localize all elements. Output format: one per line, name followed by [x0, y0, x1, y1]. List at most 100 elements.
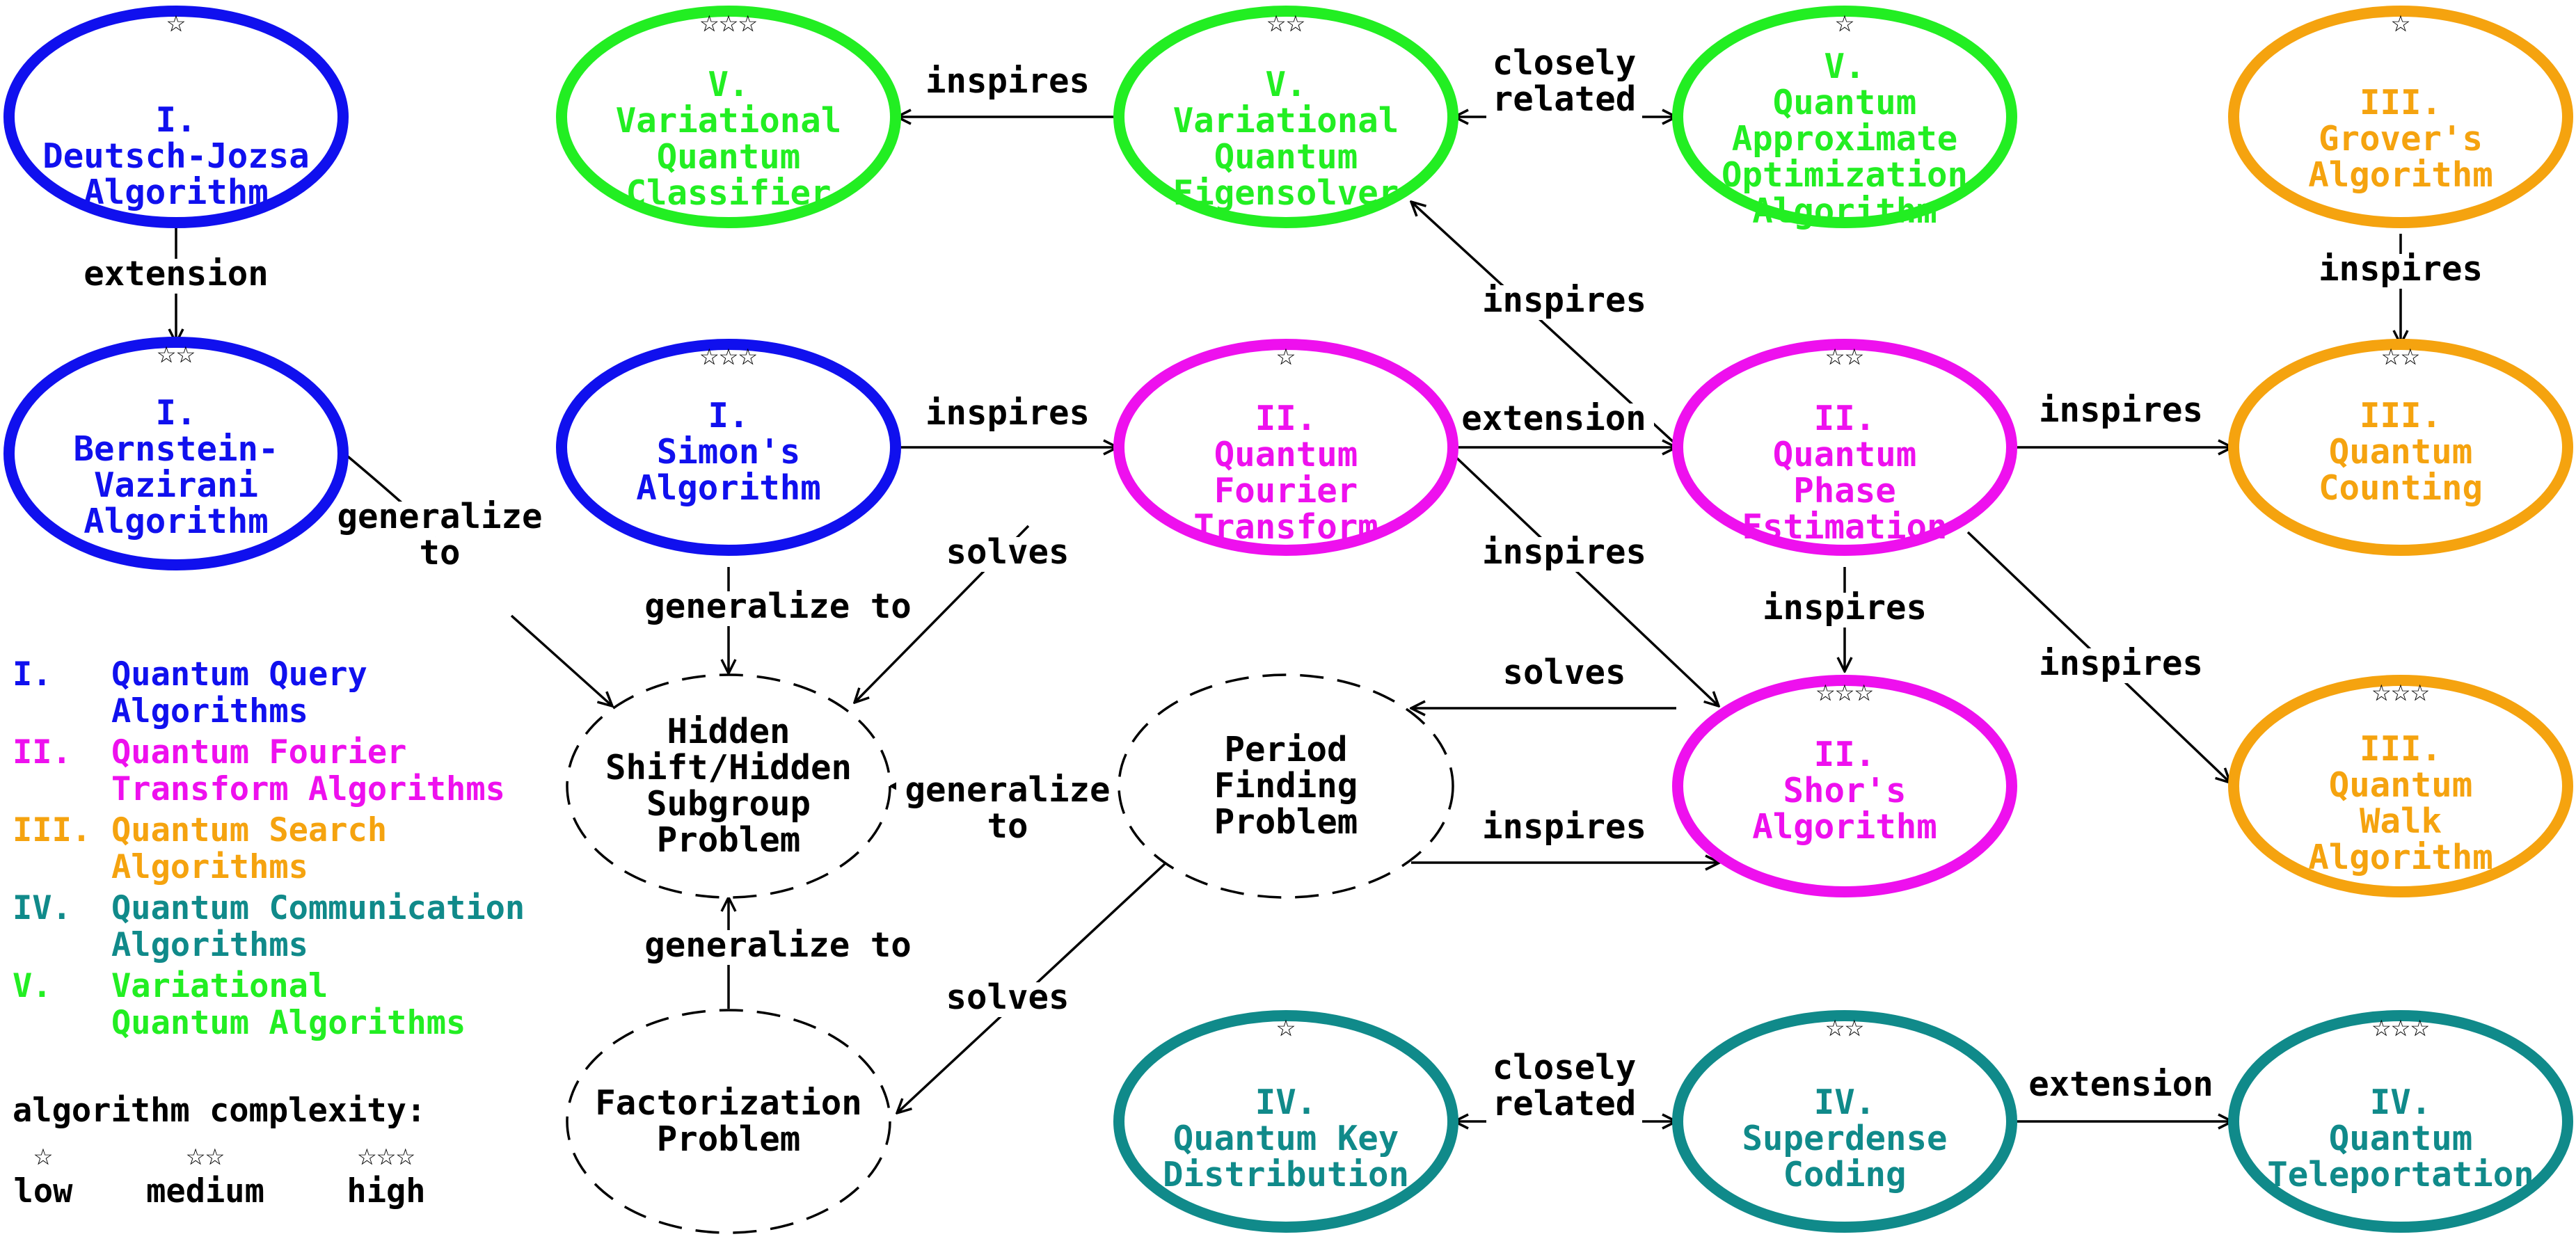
complexity-stars: ☆☆ — [1266, 2, 1305, 40]
edge-label-superdense-teleport: extension — [2021, 1064, 2221, 1104]
node-label-line: Simon's — [657, 432, 801, 472]
edge-label-text: generalize — [905, 770, 1110, 810]
complexity-legend-low: ☆low — [14, 1135, 74, 1210]
edge-label-text: related — [1493, 79, 1637, 119]
edge-label-text: inspires — [2039, 644, 2203, 683]
edge-label-vqe-vqc: inspires — [919, 61, 1097, 101]
legend-numeral: I. — [13, 655, 52, 694]
node-label-line: Quantum Key — [1173, 1119, 1399, 1158]
complexity-stars: ☆☆☆ — [699, 335, 757, 373]
legend-numeral: II. — [13, 733, 72, 772]
node-ellipse — [3, 6, 349, 228]
complexity-legend-label: medium — [146, 1172, 264, 1210]
edge-label-text: extension — [1461, 399, 1646, 438]
node-label-line: Coding — [1783, 1155, 1906, 1194]
edge-label-qpe-qwalk: inspires — [2032, 644, 2210, 683]
edge-label-simon-qft: inspires — [919, 393, 1097, 433]
edge-label-bg — [633, 930, 923, 965]
node-ellipse — [2228, 339, 2573, 556]
edge-label-bg — [1486, 1053, 1642, 1087]
edge-label-bg — [896, 775, 1119, 810]
node-label-line: V. — [1824, 47, 1865, 86]
edge-label-text: extension — [84, 254, 269, 294]
node-ellipse — [1113, 6, 1458, 228]
node-label-line: III. — [2360, 83, 2442, 122]
node-label-line: Algorithm — [1752, 191, 1937, 231]
edge-label-bg — [1497, 657, 1631, 692]
edge-label-text: inspires — [1763, 588, 1927, 628]
edge-label-dj-bv: extension — [76, 254, 276, 294]
complexity-stars: ☆☆ — [2381, 335, 2419, 373]
node-label-line: Quantum — [2329, 432, 2473, 472]
edge-label-qft-hsp: solves — [941, 532, 1074, 572]
complexity-stars: ☆☆ — [1825, 1007, 1863, 1044]
complexity-stars: ☆☆☆ — [2371, 1007, 2429, 1044]
complexity-legend-stars: ☆ — [33, 1135, 53, 1173]
complexity-stars: ☆ — [1276, 335, 1296, 373]
node-ellipse — [566, 1009, 891, 1234]
legend-numeral: V. — [13, 967, 52, 1005]
node-label-line: Quantum — [2329, 1119, 2473, 1158]
node-ellipse — [2228, 675, 2573, 897]
node-ellipse — [556, 339, 901, 556]
edge-label-bg — [941, 982, 1074, 1017]
node-label-line: Quantum — [2329, 765, 2473, 805]
node-ellipse — [1672, 339, 2017, 556]
edge-label-bg — [1756, 593, 1934, 628]
node-label-line: Problem — [657, 1119, 801, 1159]
legend-label-line: Algorithms — [111, 926, 308, 964]
node-label-line: Finding — [1214, 766, 1358, 806]
node-label-line: Shor's — [1783, 771, 1906, 810]
node-label-line: Phase — [1793, 471, 1896, 511]
node-label-line: Hidden — [667, 712, 790, 751]
edge-label-bg — [985, 811, 1030, 846]
edge-label-bg — [2032, 395, 2210, 430]
node-ellipse — [2228, 1010, 2573, 1233]
complexity-legend-label: high — [347, 1172, 425, 1210]
edge-label-bg — [919, 66, 1097, 101]
edge-label-bg — [1475, 285, 1653, 320]
node-label-line: Teleportation — [2267, 1155, 2534, 1194]
node-qaoa: V.QuantumApproximateOptimizationAlgorith… — [1672, 2, 2017, 231]
legend-label-line: Algorithms — [111, 848, 308, 886]
legend-numeral: IV. — [13, 889, 72, 927]
edge-label-bg — [1486, 1089, 1642, 1124]
edges-layer — [176, 117, 2401, 1121]
node-label-line: Algorithm — [84, 173, 269, 212]
edge-label-text: to — [987, 806, 1028, 846]
node-ellipse — [1672, 6, 2017, 228]
edge-label-text: closely — [1493, 43, 1637, 83]
node-ellipse — [3, 337, 349, 570]
complexity-stars: ☆ — [1835, 2, 1854, 40]
edge-label-factor-hsp: generalize to — [633, 925, 923, 965]
node-label-line: Problem — [1214, 802, 1358, 842]
edge-qft-shor — [1453, 454, 1719, 706]
edge-label-text: inspires — [1482, 807, 1646, 847]
edge-label-period-factor: solves — [941, 977, 1074, 1017]
node-label-line: Classifier — [626, 173, 831, 213]
edge-label-text: inspires — [925, 393, 1090, 433]
legend-label-line: Quantum Communication — [111, 889, 525, 927]
node-label-line: Counting — [2319, 468, 2483, 508]
edge-label-bg — [1454, 403, 1654, 438]
node-label-line: I. — [155, 100, 196, 140]
node-label-line: Algorithm — [1752, 807, 1937, 847]
node-label-line: Estimation — [1742, 507, 1947, 547]
edge-label-bg — [418, 538, 462, 573]
edge-label-text: generalize to — [644, 925, 912, 965]
node-label-line: I. — [708, 396, 749, 435]
node-label-line: Quantum — [1214, 435, 1358, 474]
node-label-line: Algorithm — [84, 502, 269, 541]
legend-label-line: Variational — [111, 967, 328, 1005]
